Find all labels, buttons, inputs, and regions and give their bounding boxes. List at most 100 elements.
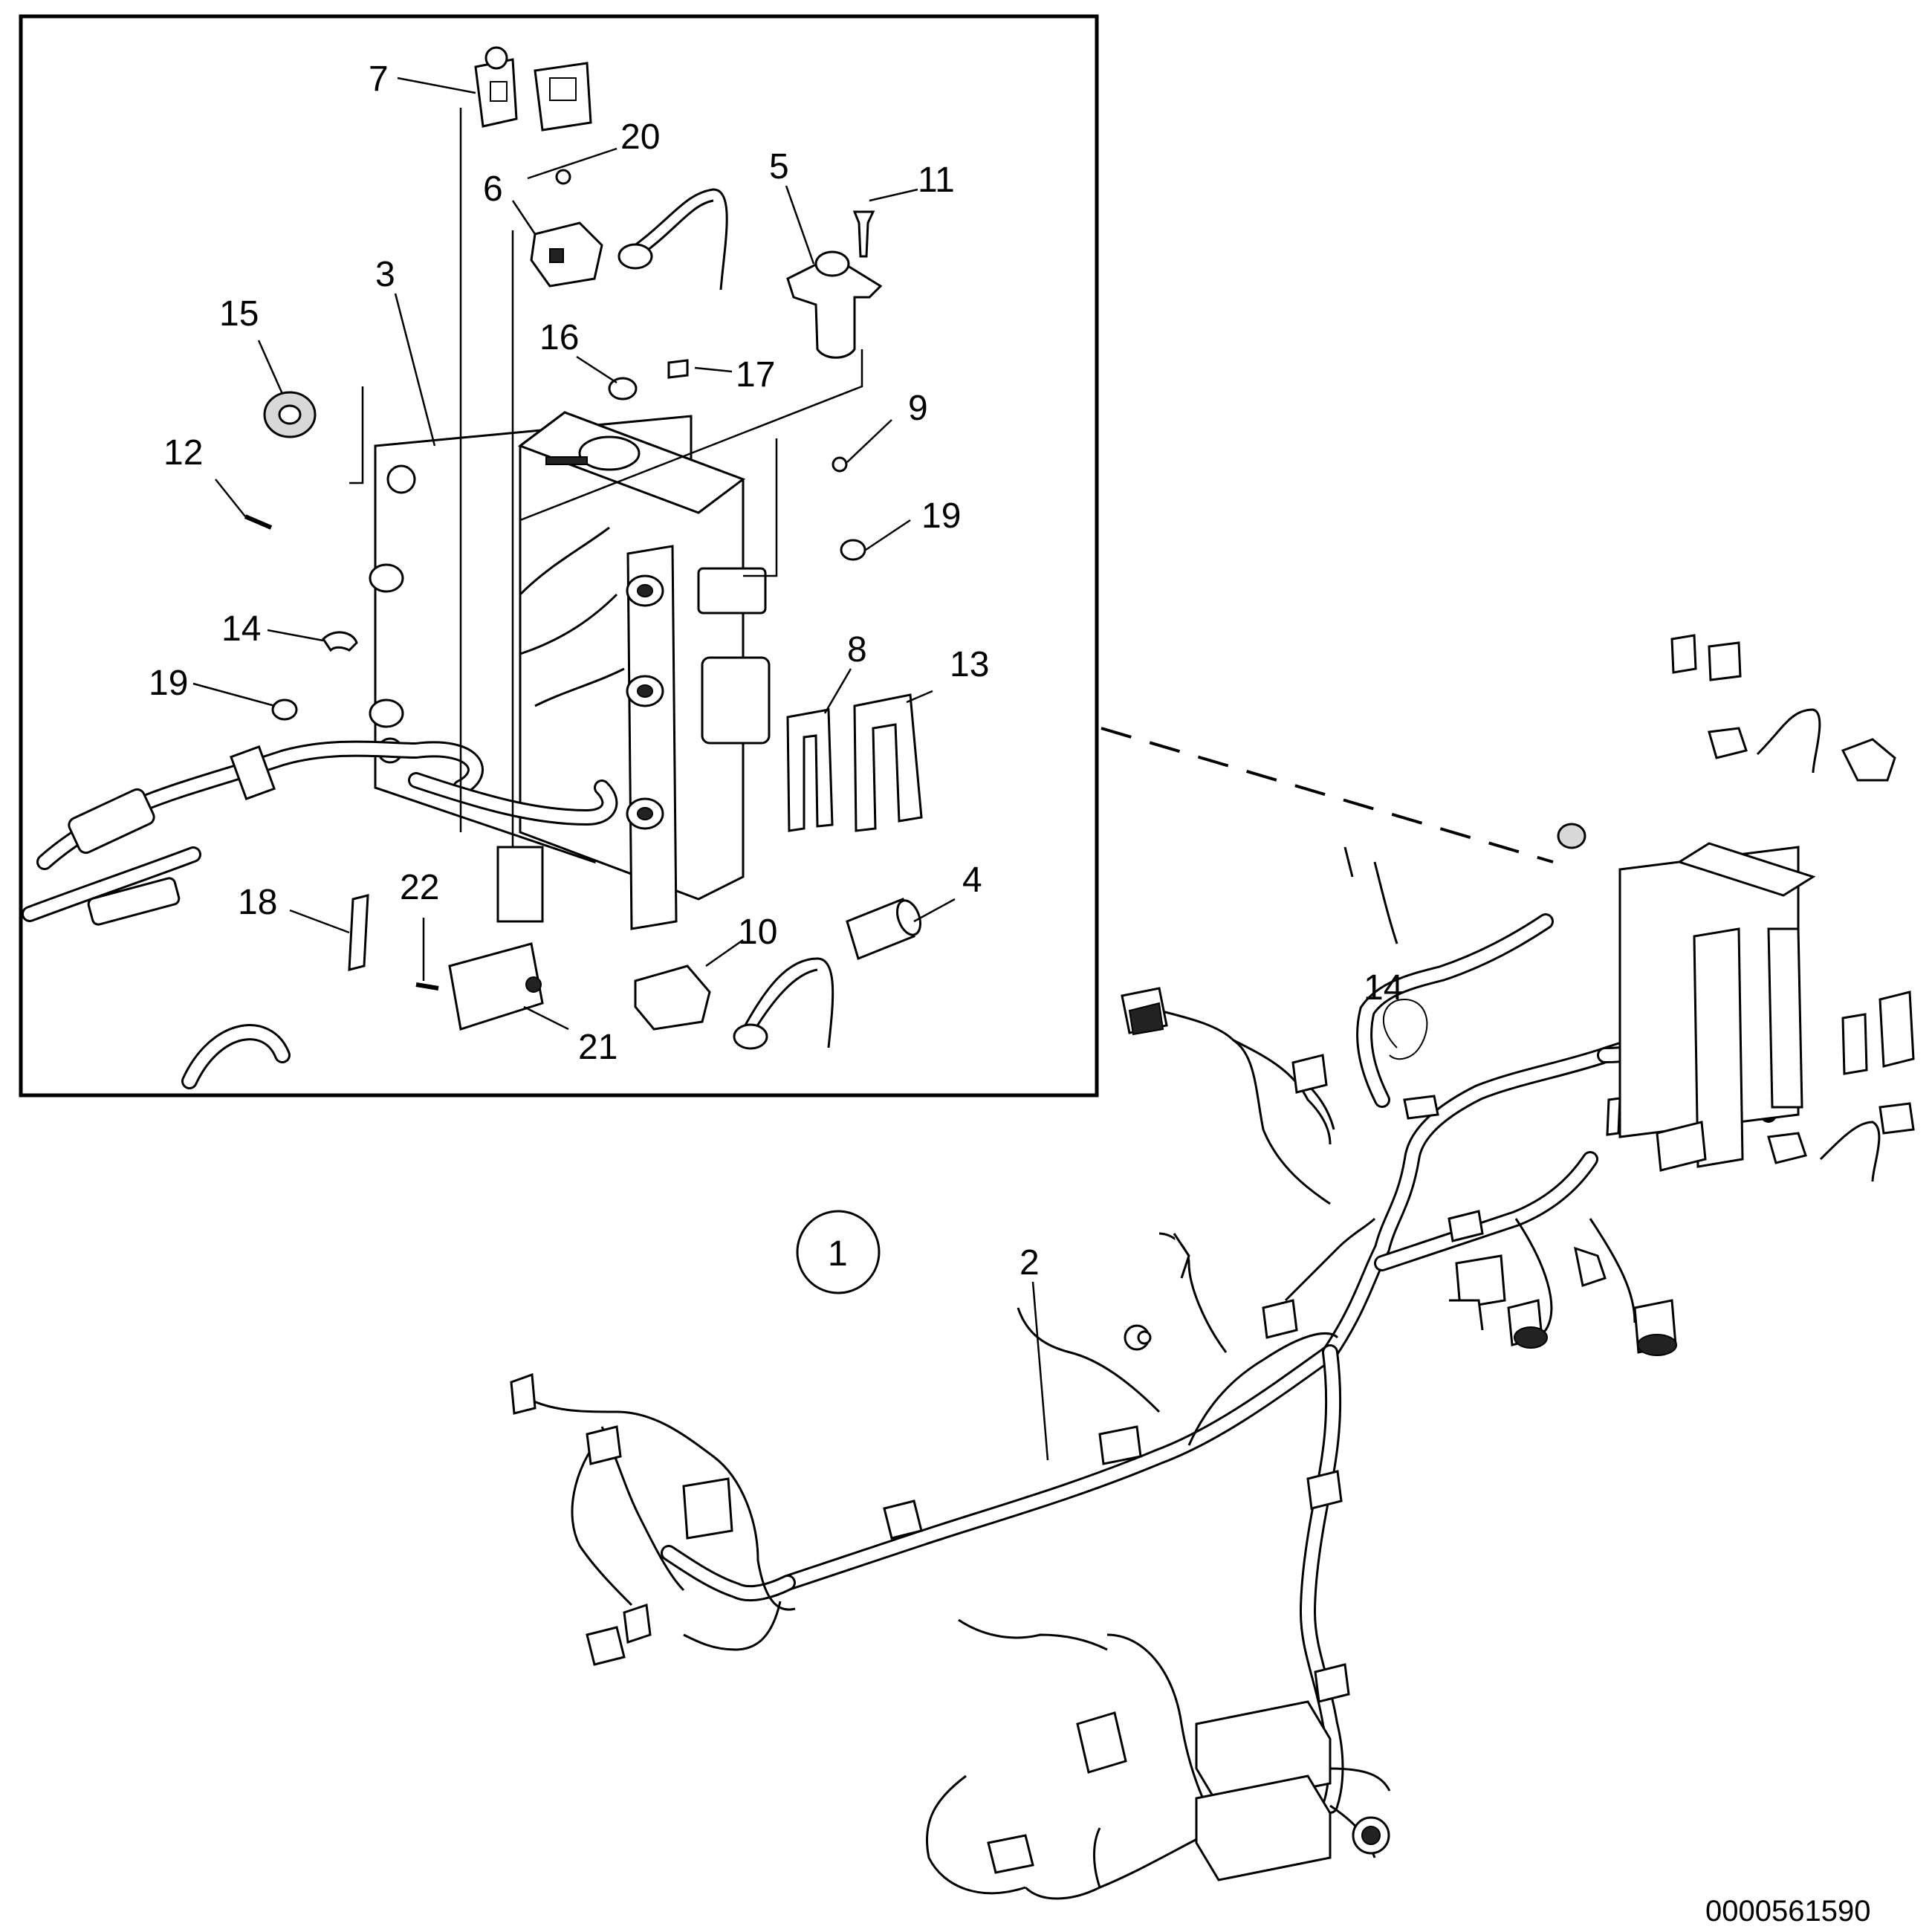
callout-1: 1 xyxy=(828,1234,848,1274)
part-17-bolt xyxy=(667,359,689,379)
callout-1-circle xyxy=(796,1210,881,1294)
callout-5: 5 xyxy=(769,147,789,187)
wire-run xyxy=(571,1433,633,1607)
part-5-sensor xyxy=(786,255,883,359)
mini-grommet-15 xyxy=(1557,823,1586,849)
mini-pigtail-10 xyxy=(1819,1121,1881,1182)
wire-run xyxy=(1187,1332,1339,1446)
wire-run xyxy=(958,1618,1108,1651)
mini-bracket-8 xyxy=(1841,1013,1868,1075)
callout-13: 13 xyxy=(950,645,989,684)
mini-connector-10 xyxy=(1767,1132,1807,1164)
callout-11: 11 xyxy=(918,161,955,200)
callout-16: 16 xyxy=(539,318,579,357)
detail-assembly xyxy=(22,46,956,1089)
mini-bracket-13 xyxy=(1878,991,1915,1068)
callout-2-leader xyxy=(1031,1281,1049,1461)
wire-run xyxy=(1093,1827,1101,1888)
part-22-screw xyxy=(415,982,439,991)
part-10-pigtail xyxy=(742,957,834,1048)
main-harness-assembly xyxy=(510,634,1915,1900)
detail-wire-bundle xyxy=(519,526,625,707)
detail-clip xyxy=(230,745,276,800)
part-11-bolt xyxy=(852,210,875,258)
box-top-hole xyxy=(578,435,641,471)
mini-connector-6 xyxy=(1708,727,1748,759)
wire-run xyxy=(683,1601,782,1651)
detail-connector xyxy=(68,788,155,855)
box-connector xyxy=(697,567,767,615)
figure-id: 0000561590 xyxy=(1705,1895,1870,1928)
callout-17: 17 xyxy=(736,355,775,395)
relay xyxy=(534,62,592,132)
mini-spacer xyxy=(1878,1102,1915,1135)
box-connector-large xyxy=(701,656,771,745)
wire-run xyxy=(1158,1232,1228,1353)
main-connectors xyxy=(510,987,1677,1703)
wire-run xyxy=(1284,1217,1376,1302)
callout-21: 21 xyxy=(578,1028,617,1067)
wire-run xyxy=(1017,1307,1161,1413)
callout-7: 7 xyxy=(369,59,389,99)
part-19-nut-lower xyxy=(271,698,298,721)
callout-labels: 7 20 6 5 11 3 15 16 17 9 12 19 14 19 8 1… xyxy=(149,59,1870,1928)
connector-bottom-left xyxy=(987,1834,1034,1874)
mini-relay xyxy=(1708,641,1742,681)
wire-run xyxy=(925,1774,1026,1895)
plate-hole xyxy=(386,464,416,494)
mini-module-21 xyxy=(1656,1121,1707,1172)
mini-box-top xyxy=(1676,842,1816,897)
detail-leaders xyxy=(192,77,956,1031)
mini-pigtail xyxy=(1756,708,1821,774)
part-8-bracket xyxy=(786,708,834,832)
part-9-screw xyxy=(832,456,848,473)
callout-2: 2 xyxy=(1020,1243,1040,1283)
detail-leader-dashed xyxy=(1100,727,1554,863)
callout-20: 20 xyxy=(620,117,660,157)
callout-4: 4 xyxy=(962,860,982,900)
part-18-strap xyxy=(348,894,369,971)
mini-vertical-bracket xyxy=(1693,927,1744,1168)
mini-relay-bracket xyxy=(1670,634,1697,674)
detail-connector xyxy=(87,877,181,926)
callout-19-upper: 19 xyxy=(921,496,961,536)
part-14-clip xyxy=(322,631,358,652)
main-part-14-strap xyxy=(1383,998,1428,1060)
part-12-screw xyxy=(244,514,273,530)
part-6-connector xyxy=(530,221,603,288)
wire-run xyxy=(1158,1009,1331,1205)
wire-run xyxy=(1343,846,1398,944)
callout-8: 8 xyxy=(847,630,867,670)
callout-3: 3 xyxy=(375,255,395,294)
box-top-slot xyxy=(545,456,588,465)
callout-10: 10 xyxy=(738,912,777,952)
detail-relay-lead xyxy=(496,846,544,923)
mini-strap-18 xyxy=(1606,1097,1621,1136)
part-6-pigtail xyxy=(623,188,728,291)
callout-9: 9 xyxy=(908,389,928,428)
callout-15: 15 xyxy=(219,294,259,334)
mini-bracket xyxy=(1767,927,1803,1109)
callout-14-main: 14 xyxy=(1364,968,1403,1008)
wire-run xyxy=(1024,1826,1219,1900)
part-7-relay-bracket xyxy=(474,58,518,128)
detail-inset-frame xyxy=(19,14,1099,1098)
callout-18: 18 xyxy=(238,883,277,922)
relay-block xyxy=(1076,1711,1127,1774)
part-10-connector xyxy=(634,965,711,1031)
part-19-nut-upper xyxy=(840,539,866,561)
ecu-connector-lower xyxy=(1195,1774,1332,1881)
callout-14-detail: 14 xyxy=(221,609,261,649)
mini-sensor-5 xyxy=(1841,738,1896,782)
part-16-washer xyxy=(608,377,638,401)
wire-run xyxy=(512,1388,796,1611)
wire-run xyxy=(1306,1083,1335,1130)
part-21-module xyxy=(448,942,544,1031)
wire-run xyxy=(1233,1039,1332,1145)
callout-19-lower: 19 xyxy=(149,664,188,703)
part-20-screw xyxy=(555,169,571,185)
callout-22: 22 xyxy=(400,868,439,907)
main-harness-trunk xyxy=(779,1344,1338,1591)
wire-run xyxy=(1329,1767,1391,1792)
